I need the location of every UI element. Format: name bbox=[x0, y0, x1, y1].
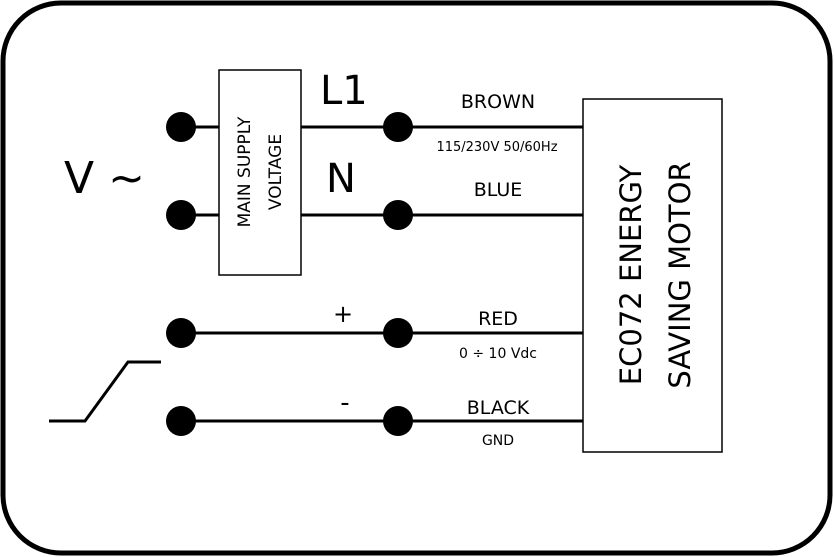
polarity-plus: + bbox=[333, 300, 353, 328]
terminal-dot bbox=[383, 318, 413, 348]
supply-symbol: V ~ bbox=[64, 153, 145, 204]
motor-box bbox=[582, 98, 723, 453]
terminal-dot bbox=[166, 112, 196, 142]
terminal-dot bbox=[383, 112, 413, 142]
wire-sublabel-black: GND bbox=[482, 433, 514, 449]
wire-sublabel-brown: 115/230V 50/60Hz bbox=[436, 140, 557, 155]
wire-label-black: BLACK bbox=[467, 397, 530, 419]
terminal-dot bbox=[166, 406, 196, 436]
motor-label-line1: EC072 ENERGY bbox=[614, 165, 648, 386]
terminal-dot bbox=[166, 200, 196, 230]
main-supply-label-line1: MAIN SUPPLY bbox=[235, 116, 255, 227]
terminal-dot bbox=[383, 200, 413, 230]
terminal-dot bbox=[166, 318, 196, 348]
polarity-minus: - bbox=[340, 388, 349, 418]
phase-n-label: N bbox=[326, 156, 356, 202]
motor-label-line2: SAVING MOTOR bbox=[663, 161, 697, 388]
wire-label-blue: BLUE bbox=[474, 179, 523, 201]
main-supply-box bbox=[218, 69, 302, 276]
wire-label-red: RED bbox=[478, 308, 518, 330]
terminal-dot bbox=[383, 406, 413, 436]
wire-sublabel-red: 0 ÷ 10 Vdc bbox=[459, 346, 537, 362]
switch-symbol bbox=[49, 360, 161, 423]
wire-label-brown: BROWN bbox=[461, 91, 535, 113]
phase-l1-label: L1 bbox=[320, 68, 368, 114]
main-supply-label-line2: VOLTAGE bbox=[266, 134, 286, 210]
